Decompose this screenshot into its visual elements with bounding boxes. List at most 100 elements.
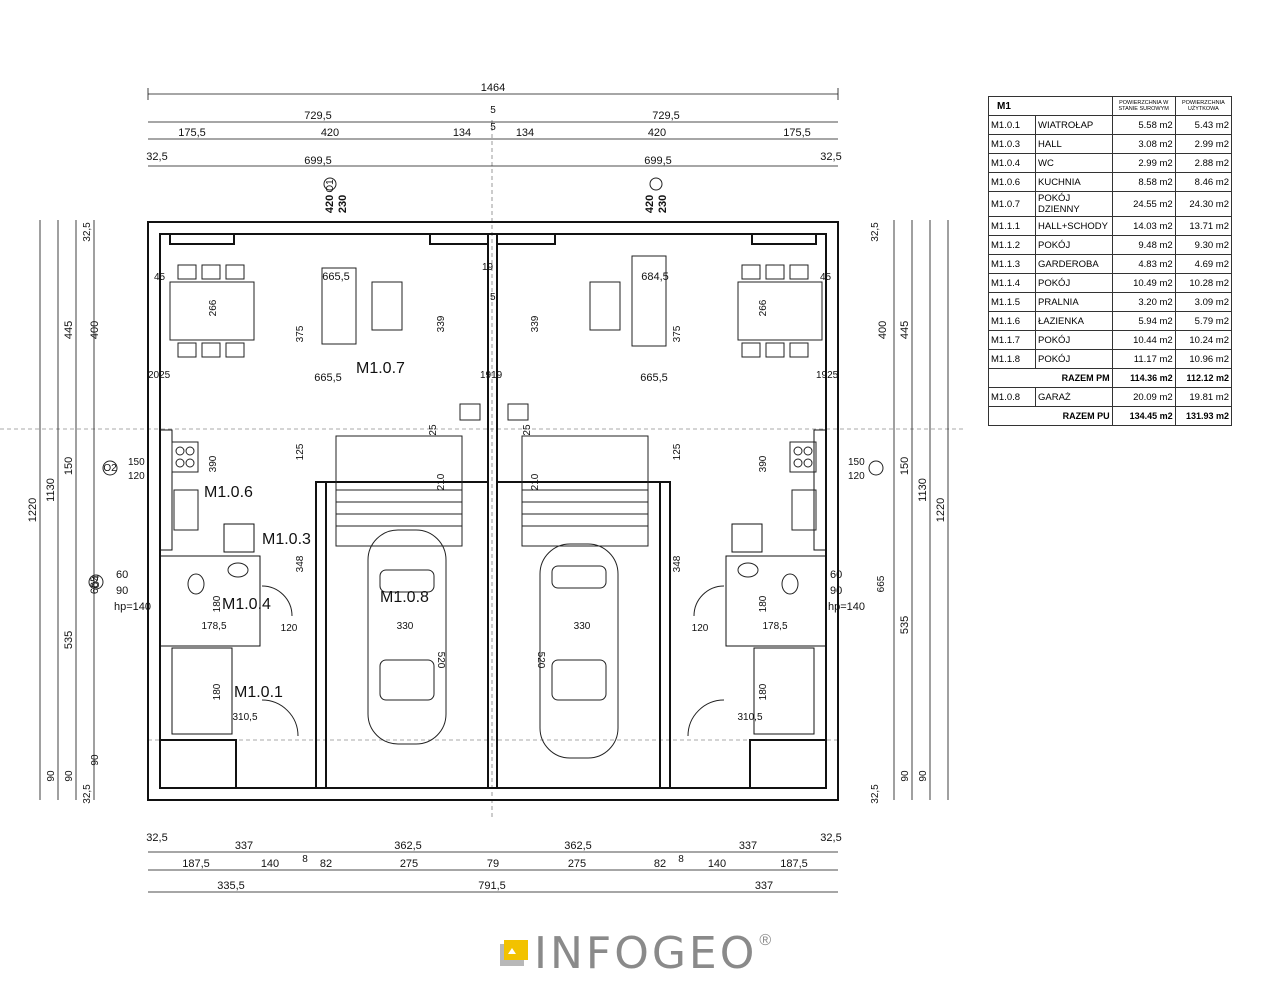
- window-tag-o4-90: 90: [116, 585, 128, 597]
- schedule-total-pm: RAZEM PM 114.36 m2 112.12 m2: [988, 368, 1233, 388]
- dim-r-339: 339: [530, 315, 541, 332]
- room-area-raw: 5.58 m2: [1111, 115, 1176, 135]
- room-id: M1.1.3: [988, 254, 1036, 274]
- dim-r-375: 375: [672, 325, 683, 342]
- room-area-raw: 11.17 m2: [1111, 349, 1176, 369]
- dim-row3-left: 699,5: [304, 155, 332, 167]
- dim-l-5: 5: [490, 292, 496, 303]
- dim-r-1785: 178,5: [762, 621, 787, 632]
- dim-right-bottom-2: 90: [900, 770, 911, 782]
- dim-r-180a: 180: [758, 595, 769, 612]
- room-area-raw: 10.44 m2: [1111, 330, 1176, 350]
- dim-right-inner-1: 400: [877, 321, 889, 339]
- dim-b1-3: 362,5: [564, 840, 592, 852]
- window-tag-right-420: 420: [644, 195, 656, 213]
- dim-l-45: 45: [154, 272, 166, 283]
- dim-row3-right: 699,5: [644, 155, 672, 167]
- room-area-raw: 3.20 m2: [1111, 292, 1176, 312]
- dim-left-bottom-4: 32,5: [82, 784, 93, 804]
- dim-l-180a: 180: [212, 595, 223, 612]
- window-tag-o4r-665: 665: [876, 575, 887, 592]
- window-tag-o2-150: 150: [128, 457, 145, 468]
- dim-left-bottom-2: 90: [64, 770, 75, 782]
- dim-l-6655-top: 665,5: [322, 271, 350, 283]
- dim-edge-right: 32,5: [820, 151, 841, 163]
- schedule-col-usable: POWIERZCHNIA UŻYTKOWA: [1174, 96, 1233, 116]
- schedule-col-raw: POWIERZCHNIA W STANIE SUROWYM: [1111, 96, 1176, 116]
- room-name: POKÓJ: [1035, 235, 1113, 255]
- top-dimensions: 1464 729,5 729,5 5 175,5 420 134 134 420…: [146, 82, 841, 167]
- window-tag-o2r-120: 120: [848, 471, 865, 482]
- dim-b2-4: 82: [320, 858, 332, 870]
- dim-l-2025: 2025: [148, 370, 171, 381]
- garage-usable: 19.81 m2: [1174, 387, 1233, 407]
- dim-r-330: 330: [574, 621, 591, 632]
- dim-b2-3: 8: [302, 854, 308, 865]
- dim-b2-2: 140: [261, 858, 279, 870]
- room-label-m108: M1.0.8: [380, 589, 429, 606]
- dim-r-1925: 1925: [816, 370, 839, 381]
- window-tag-o4r-60: 60: [830, 569, 842, 581]
- dim-l-210: 210: [436, 473, 447, 490]
- room-label-m107: M1.0.7: [356, 360, 405, 377]
- room-labels: M1.0.7 M1.0.6 M1.0.3 M1.0.4 M1.0.1 M1.0.…: [204, 360, 429, 701]
- total-pu-label: RAZEM PU: [988, 406, 1113, 426]
- dim-l-330: 330: [397, 621, 414, 632]
- dim-r-45: 45: [820, 272, 832, 283]
- dim-row2-4: 134: [516, 127, 534, 139]
- window-tag-hpr: hp=140: [828, 601, 865, 613]
- dim-l-120: 120: [281, 623, 298, 634]
- room-id: M1.1.6: [988, 311, 1036, 331]
- dim-l-3105: 310,5: [232, 712, 257, 723]
- dim-r-180b: 180: [758, 683, 769, 700]
- total-pm-usable: 112.12 m2: [1174, 368, 1233, 388]
- dim-b3-3: 337: [755, 880, 773, 892]
- room-area-raw: 5.94 m2: [1111, 311, 1176, 331]
- dim-r-520: 520: [535, 652, 546, 669]
- dim-left-mid: 1130: [45, 478, 57, 502]
- dim-edge-left: 32,5: [146, 151, 167, 163]
- room-area-usable: 2.88 m2: [1174, 153, 1233, 173]
- dim-row2-1: 175,5: [178, 127, 206, 139]
- room-area-usable: 24.30 m2: [1174, 191, 1233, 217]
- dim-right-upper-1: 32,5: [870, 222, 881, 242]
- window-tag-o2: O2: [103, 463, 117, 474]
- room-name: WIATROŁAP: [1035, 115, 1113, 135]
- room-id: M1.0.7: [988, 191, 1036, 217]
- room-name: GARDEROBA: [1035, 254, 1113, 274]
- dim-right-upper-2: 445: [899, 321, 911, 339]
- dim-b2-6: 79: [487, 858, 499, 870]
- dim-l-1785: 178,5: [201, 621, 226, 632]
- dim-b1-4: 337: [739, 840, 757, 852]
- dim-l-1919: 1919: [480, 370, 503, 381]
- dim-r-25: 25: [522, 424, 533, 436]
- dim-r-210: 210: [530, 473, 541, 490]
- area-schedule-table: M1 POWIERZCHNIA W STANIE SUROWYM POWIERZ…: [988, 96, 1233, 426]
- room-name: KUCHNIA: [1035, 172, 1113, 192]
- right-dimensions: 1220 1130 32,5 445 400 150 535 90 90 32,…: [870, 220, 949, 804]
- room-area-raw: 8.58 m2: [1111, 172, 1176, 192]
- dim-r-3105: 310,5: [737, 712, 762, 723]
- dim-mid-5a: 5: [490, 105, 496, 116]
- dim-right-inner-3: 535: [899, 616, 911, 634]
- room-area-usable: 13.71 m2: [1174, 216, 1233, 236]
- window-tags: 420 230 O1 420 230 O2 150 120 O4 60 90 h…: [88, 177, 887, 613]
- dim-left-upper-1: 32,5: [82, 222, 93, 242]
- room-area-usable: 9.30 m2: [1174, 235, 1233, 255]
- room-name: ŁAZIENKA: [1035, 311, 1113, 331]
- logo-registered-mark: ®: [759, 932, 772, 949]
- schedule-garage-row: M1.0.8 GARAŻ 20.09 m2 19.81 m2: [988, 387, 1233, 407]
- dim-r-125: 125: [672, 443, 683, 460]
- dim-left-bottom-3: 90: [90, 754, 101, 766]
- dim-left-inner-1: 400: [89, 321, 101, 339]
- dim-l-25: 25: [428, 424, 439, 436]
- room-name: PRALNIA: [1035, 292, 1113, 312]
- bottom-dimensions: 32,5 32,5 337 362,5 362,5 337 187,5 140 …: [146, 832, 842, 893]
- floor-plan: 1464 729,5 729,5 5 175,5 420 134 134 420…: [0, 82, 965, 893]
